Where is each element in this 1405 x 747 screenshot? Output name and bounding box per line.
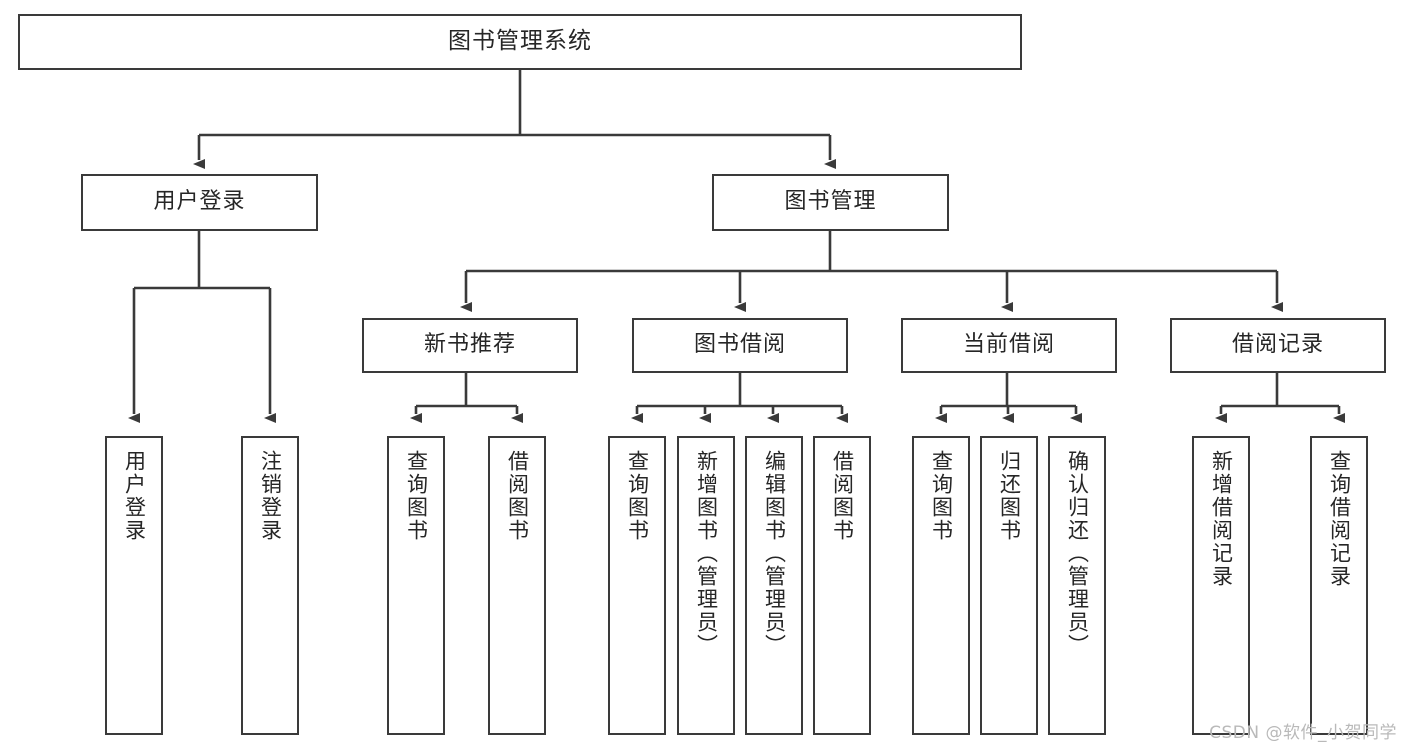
node-new-book-recommend[interactable]: 新书推荐 — [362, 318, 578, 373]
leaf-record-query-record-label: 查询借阅记录 — [1327, 450, 1352, 588]
leaf-current-confirm-return[interactable]: 确认归还（管理员） — [1048, 436, 1106, 735]
leaf-user-login-label: 用户登录 — [122, 450, 147, 542]
leaf-borrow-borrow-book-label: 借阅图书 — [830, 450, 855, 542]
leaf-user-logout-label: 注销登录 — [258, 450, 283, 542]
node-root-label: 图书管理系统 — [448, 28, 592, 55]
node-current-borrow-label: 当前借阅 — [962, 332, 1055, 358]
leaf-record-query-record[interactable]: 查询借阅记录 — [1310, 436, 1368, 735]
leaf-borrow-edit-book[interactable]: 编辑图书（管理员） — [745, 436, 803, 735]
leaf-newbook-query-book[interactable]: 查询图书 — [387, 436, 445, 735]
leaf-current-query-book[interactable]: 查询图书 — [912, 436, 970, 735]
node-book-management[interactable]: 图书管理 — [712, 174, 949, 231]
node-user-login-label: 用户登录 — [153, 189, 246, 215]
leaf-current-return-book[interactable]: 归还图书 — [980, 436, 1038, 735]
leaf-current-return-book-label: 归还图书 — [997, 450, 1022, 542]
watermark: CSDN @软件_小贺同学 — [1209, 723, 1397, 743]
leaf-newbook-query-book-label: 查询图书 — [404, 450, 429, 542]
node-root[interactable]: 图书管理系统 — [18, 14, 1022, 70]
leaf-borrow-add-book-label: 新增图书（管理员） — [694, 450, 719, 657]
node-user-login[interactable]: 用户登录 — [81, 174, 318, 231]
leaf-record-add-record[interactable]: 新增借阅记录 — [1192, 436, 1250, 735]
leaf-newbook-borrow-book[interactable]: 借阅图书 — [488, 436, 546, 735]
leaf-borrow-borrow-book[interactable]: 借阅图书 — [813, 436, 871, 735]
node-borrow-record[interactable]: 借阅记录 — [1170, 318, 1386, 373]
leaf-current-confirm-return-label: 确认归还（管理员） — [1065, 450, 1090, 657]
leaf-record-add-record-label: 新增借阅记录 — [1209, 450, 1234, 588]
leaf-newbook-borrow-book-label: 借阅图书 — [505, 450, 530, 542]
node-current-borrow[interactable]: 当前借阅 — [901, 318, 1117, 373]
node-book-management-label: 图书管理 — [784, 189, 877, 215]
leaf-borrow-query-book[interactable]: 查询图书 — [608, 436, 666, 735]
node-book-borrow[interactable]: 图书借阅 — [632, 318, 848, 373]
leaf-user-login[interactable]: 用户登录 — [105, 436, 163, 735]
leaf-user-logout[interactable]: 注销登录 — [241, 436, 299, 735]
node-borrow-record-label: 借阅记录 — [1231, 332, 1324, 358]
leaf-borrow-query-book-label: 查询图书 — [625, 450, 650, 542]
leaf-borrow-add-book[interactable]: 新增图书（管理员） — [677, 436, 735, 735]
leaf-borrow-edit-book-label: 编辑图书（管理员） — [762, 450, 787, 657]
node-new-book-recommend-label: 新书推荐 — [423, 332, 516, 358]
leaf-current-query-book-label: 查询图书 — [929, 450, 954, 542]
node-book-borrow-label: 图书借阅 — [693, 332, 786, 358]
